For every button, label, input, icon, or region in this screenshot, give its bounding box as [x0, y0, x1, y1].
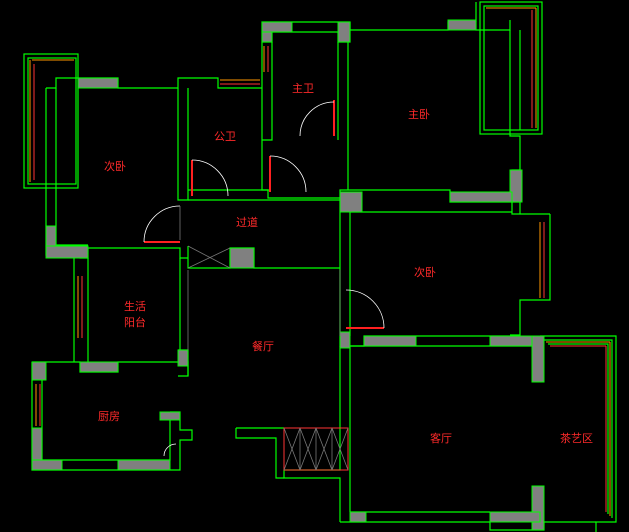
room-labels: 主卫 主卧 公卫 次卧 过道 次卧 生活 阳台 餐厅 厨房 客厅 茶艺区 — [98, 82, 593, 445]
column — [79, 361, 119, 373]
column — [159, 411, 181, 421]
column — [229, 247, 255, 269]
column — [31, 459, 63, 471]
room-label-tea-area: 茶艺区 — [560, 432, 593, 445]
column — [509, 169, 523, 203]
column — [489, 511, 541, 523]
column — [77, 77, 119, 89]
room-label-dining: 餐厅 — [252, 339, 274, 353]
room-label-utility-balcony-1: 生活 — [124, 299, 146, 313]
column — [449, 191, 513, 203]
column — [31, 361, 47, 381]
column — [363, 335, 417, 347]
column — [339, 331, 351, 349]
room-label-master-bath: 主卫 — [292, 82, 314, 95]
doors — [143, 100, 385, 457]
columns — [31, 19, 545, 531]
column — [531, 485, 545, 531]
room-label-corridor: 过道 — [236, 215, 258, 229]
room-label-master-bedroom: 主卧 — [408, 108, 430, 121]
column — [45, 245, 89, 259]
room-label-living: 客厅 — [430, 431, 452, 445]
column — [531, 335, 545, 383]
windows — [29, 7, 611, 516]
column — [117, 459, 171, 471]
column — [339, 191, 363, 213]
room-label-public-bath: 公卫 — [214, 130, 236, 143]
column — [349, 511, 367, 523]
column — [261, 21, 293, 33]
column — [337, 21, 351, 43]
room-label-second-bedroom-east: 次卧 — [414, 265, 436, 279]
room-label-kitchen: 厨房 — [98, 410, 120, 423]
column — [177, 349, 189, 367]
details — [179, 206, 349, 471]
column — [447, 19, 477, 31]
room-label-utility-balcony-2: 阳台 — [124, 315, 146, 329]
room-label-second-bedroom-west: 次卧 — [104, 159, 126, 173]
